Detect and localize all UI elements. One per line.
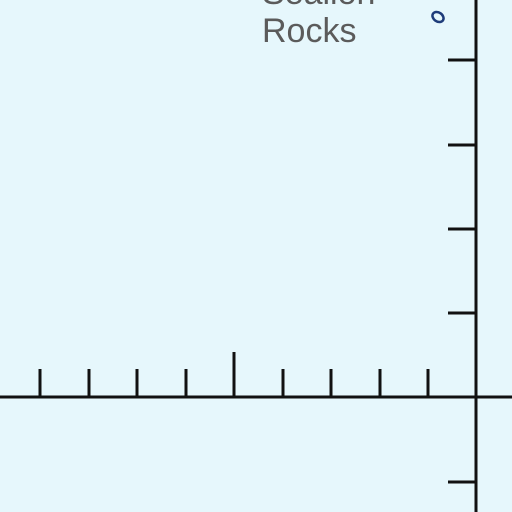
horizontal-tick-marks — [38, 352, 430, 397]
place-label-line-2: Rocks — [262, 12, 357, 50]
place-label-line-1: Seallon — [262, 0, 375, 12]
islet-outline-icon — [431, 10, 445, 24]
vertical-tick-marks — [448, 58, 476, 484]
place-label-seallon-rocks: Seallon Rocks — [262, 0, 375, 50]
